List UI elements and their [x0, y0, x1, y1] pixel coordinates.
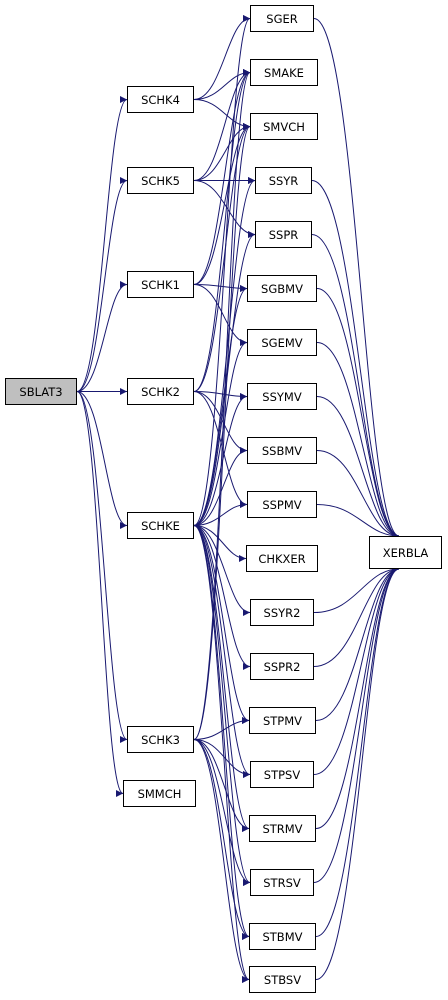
node-ssbmv[interactable]: SSBMV [247, 437, 317, 464]
edge-schk2-smvch [193, 123, 251, 392]
node-stpsv[interactable]: STPSV [250, 761, 314, 788]
edge-stbsv-xerbla [315, 565, 400, 980]
node-smmch[interactable]: SMMCH [123, 780, 196, 807]
edge-sblat3-smmch [76, 391, 124, 797]
edge-schke-sgbmv [193, 285, 248, 526]
edge-sspmv-xerbla [316, 504, 400, 540]
edge-sblat3-schk1 [76, 281, 128, 392]
edge-schke-stbmv [193, 525, 250, 940]
edge-schke-ssbmv [193, 447, 248, 526]
node-schke[interactable]: SCHKE [127, 512, 194, 539]
node-stpmv[interactable]: STPMV [249, 707, 316, 734]
node-schk1[interactable]: SCHK1 [127, 271, 194, 298]
edge-schke-stbsv [193, 525, 250, 983]
node-sger[interactable]: SGER [250, 5, 314, 32]
edge-schke-sger [193, 15, 251, 526]
edge-schk3-strsv [193, 739, 251, 886]
node-stbsv[interactable]: STBSV [249, 966, 316, 993]
node-strsv[interactable]: STRSV [250, 869, 314, 896]
edge-schk3-stbsv [193, 739, 250, 983]
node-sspmv[interactable]: SSPMV [247, 491, 317, 518]
node-schk5[interactable]: SCHK5 [127, 167, 194, 194]
node-schk2[interactable]: SCHK2 [127, 378, 194, 405]
edge-stbmv-xerbla [315, 565, 400, 937]
edge-schke-strmv [193, 525, 250, 832]
edge-strmv-xerbla [315, 565, 400, 829]
edge-sspr2-xerbla [313, 565, 400, 667]
edge-schk1-smake [193, 69, 251, 285]
node-strmv[interactable]: STRMV [249, 815, 316, 842]
node-ssyr2[interactable]: SSYR2 [250, 599, 314, 626]
edge-schk2-smake [193, 69, 251, 392]
edge-sblat3-schk3 [76, 391, 128, 743]
edge-sblat3-schk5 [76, 177, 128, 392]
edge-schk1-smvch [193, 123, 251, 285]
edge-schke-chkxer [193, 525, 247, 562]
node-schk3[interactable]: SCHK3 [127, 726, 194, 753]
node-xerbla[interactable]: XERBLA [369, 536, 442, 569]
edge-schk4-smake [193, 69, 251, 100]
node-chkxer[interactable]: CHKXER [246, 545, 318, 572]
edge-sger-xerbla [313, 18, 400, 540]
edge-schk3-stpmv [193, 717, 250, 740]
edge-schk5-smake [193, 69, 251, 181]
edge-ssymv-xerbla [316, 396, 400, 540]
node-sspr[interactable]: SSPR [255, 221, 312, 248]
edge-strsv-xerbla [313, 565, 400, 883]
edge-schke-stpmv [193, 525, 250, 724]
edge-schk3-smvch [193, 123, 251, 740]
node-sspr2[interactable]: SSPR2 [250, 653, 314, 680]
node-ssymv[interactable]: SSYMV [247, 383, 317, 410]
edge-sblat3-schke [76, 391, 128, 529]
edge-schk3-stbmv [193, 739, 250, 940]
edge-schk3-smake [193, 69, 251, 740]
edge-schke-strsv [193, 525, 251, 886]
edge-sspr-xerbla [311, 234, 400, 540]
node-stbmv[interactable]: STBMV [249, 923, 316, 950]
edge-schk3-stpsv [193, 739, 251, 778]
edge-sblat3-schk4 [76, 96, 128, 392]
edge-schke-stpsv [193, 525, 251, 778]
edge-schk3-strmv [193, 739, 250, 832]
edge-sgbmv-xerbla [316, 288, 400, 540]
edge-schke-sspmv [193, 501, 248, 526]
edge-ssyr2-xerbla [313, 565, 400, 613]
edge-sgemv-xerbla [316, 342, 400, 540]
node-sgemv[interactable]: SGEMV [247, 329, 317, 356]
edge-ssbmv-xerbla [316, 450, 400, 540]
edge-stpmv-xerbla [315, 565, 400, 721]
node-sblat3: SBLAT3 [5, 378, 77, 405]
node-ssyr[interactable]: SSYR [255, 167, 312, 194]
edge-stpsv-xerbla [313, 565, 400, 775]
edge-ssyr-xerbla [311, 180, 400, 540]
edge-schke-sspr2 [193, 525, 251, 670]
node-smake[interactable]: SMAKE [250, 59, 318, 86]
node-schk4[interactable]: SCHK4 [127, 86, 194, 113]
edge-schk4-smvch [193, 99, 251, 130]
node-smvch[interactable]: SMVCH [250, 113, 318, 140]
edge-schke-ssyr2 [193, 525, 251, 616]
node-sgbmv[interactable]: SGBMV [247, 275, 317, 302]
